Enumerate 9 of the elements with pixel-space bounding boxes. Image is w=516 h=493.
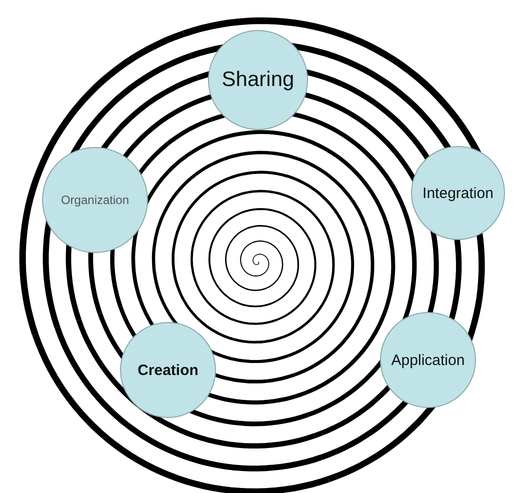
topic-label: Creation (138, 362, 198, 378)
topic-circle (120, 322, 216, 418)
topic-label: Integration (422, 184, 494, 202)
topic-circle (380, 312, 476, 408)
topic-circle (208, 30, 308, 130)
topic-label: Application (391, 352, 465, 368)
topic-circle (42, 147, 148, 253)
topic-label: Organization (60, 193, 130, 207)
topic-label: Sharing (222, 68, 294, 92)
